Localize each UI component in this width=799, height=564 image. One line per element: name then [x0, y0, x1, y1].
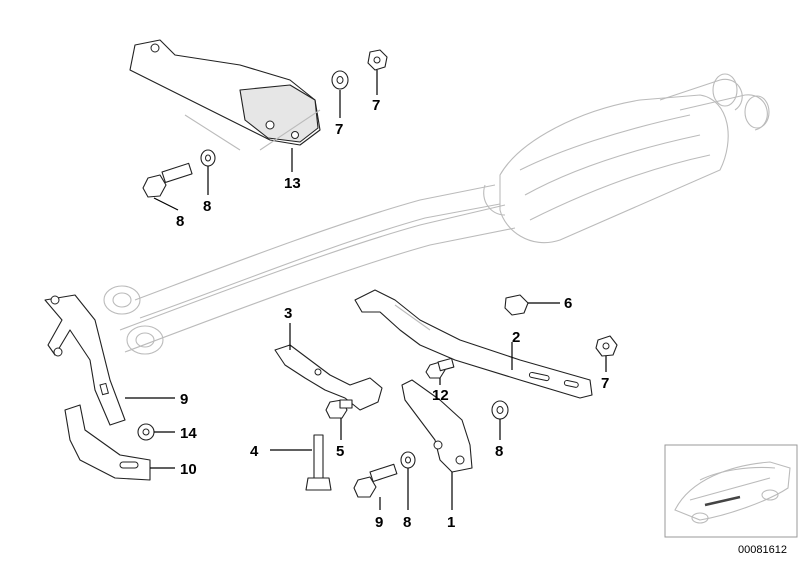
callout-8-lower: 8: [403, 514, 411, 531]
callout-5: 5: [336, 443, 344, 460]
nut-6: [504, 294, 529, 316]
callout-3: 3: [284, 305, 292, 322]
washer-8-right: [491, 400, 509, 420]
callout-6: 6: [564, 295, 572, 312]
reference-number: 00081612: [738, 544, 787, 556]
leader-lines: [125, 70, 607, 510]
callout-2: 2: [512, 329, 520, 346]
callout-8-top: 7: [335, 121, 343, 138]
washer-8-lower: [400, 451, 416, 469]
bracket-1: [401, 379, 473, 473]
callouts: 7 7 13 8 8 3 6 2 7 12 8 5 4 9 8 1 9 14 1…: [176, 97, 609, 531]
callout-7-top: 7: [372, 97, 380, 114]
bolt-9-lower: [353, 463, 398, 498]
washer-14: [137, 423, 155, 441]
callout-1: 1: [447, 514, 455, 531]
strap-2: [354, 289, 593, 399]
callout-8-right: 8: [495, 443, 503, 460]
callout-8-upper-left: 8: [203, 198, 211, 215]
bolt-5: [325, 399, 353, 419]
washer-8-upper: [200, 149, 216, 167]
car-location-inset: [664, 444, 798, 538]
heat-shield-bracket-11: [129, 39, 321, 151]
rear-silencer: [483, 73, 770, 244]
bracket-13: [44, 294, 126, 426]
callout-14: 14: [180, 425, 197, 442]
callout-13: 9: [180, 391, 188, 408]
washer-8-top: [331, 70, 349, 90]
callout-9-lower: 9: [375, 514, 383, 531]
callout-12: 10: [180, 461, 197, 478]
callout-4: 4: [250, 443, 259, 460]
bolt-10: [425, 357, 455, 379]
callout-9-upper-left: 8: [176, 213, 184, 230]
nut-7-top: [367, 49, 388, 71]
bracket-12: [64, 404, 151, 481]
bolt-4: [305, 434, 332, 491]
exhaust-pipe: [103, 184, 516, 355]
clamp-3: [274, 344, 383, 411]
callout-7-lower: 7: [601, 375, 609, 392]
bolt-9-upper: [142, 162, 193, 198]
callout-10: 12: [432, 387, 449, 404]
nut-7-lower: [595, 335, 618, 357]
callout-11: 13: [284, 175, 301, 192]
